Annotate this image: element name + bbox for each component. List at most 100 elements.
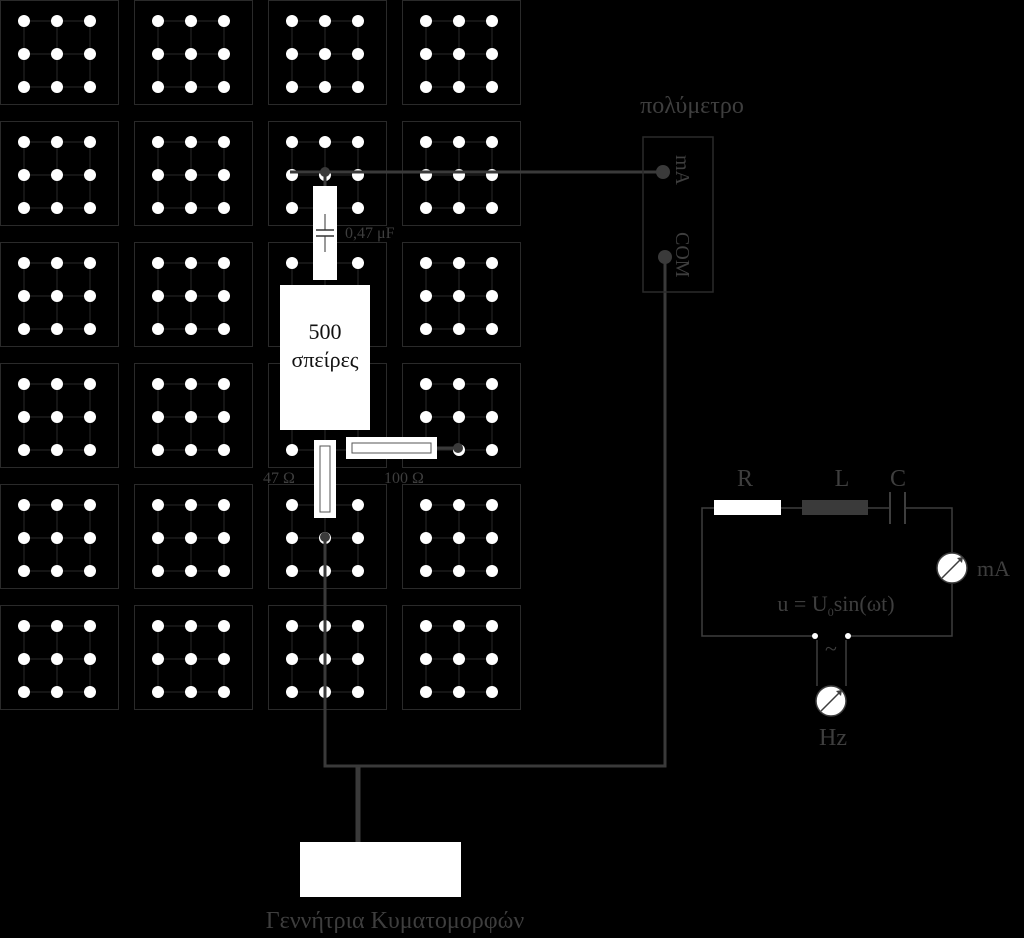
breadboard-block: [268, 0, 387, 105]
ammeter-icon: [936, 552, 968, 584]
breadboard-hole: [218, 81, 230, 93]
breadboard-hole: [185, 565, 197, 577]
breadboard-hole: [84, 378, 96, 390]
breadboard-hole: [420, 499, 432, 511]
breadboard-block: [134, 0, 253, 105]
breadboard-hole: [218, 202, 230, 214]
resistor-100-inner: [351, 442, 432, 454]
breadboard-hole: [453, 15, 465, 27]
rlc-schematic: R L C mA u = U0sin(ωt) ~ Hz: [701, 466, 1010, 751]
breadboard-hole: [286, 620, 298, 632]
multimeter-terminal-com: COM: [671, 232, 693, 278]
schematic-resistor-r: [714, 500, 781, 515]
breadboard-hole: [352, 136, 364, 148]
resistor-47-body: [314, 440, 336, 518]
breadboard-hole: [185, 653, 197, 665]
breadboard-hole: [286, 202, 298, 214]
breadboard-hole: [18, 378, 30, 390]
breadboard-hole: [185, 48, 197, 60]
breadboard-hole: [453, 323, 465, 335]
breadboard-hole: [18, 686, 30, 698]
source-label-suffix: sin(ωt): [834, 591, 895, 616]
breadboard-hole: [453, 411, 465, 423]
breadboard-hole: [185, 499, 197, 511]
breadboard-hole: [185, 411, 197, 423]
breadboard-hole: [486, 686, 498, 698]
breadboard-hole: [218, 411, 230, 423]
breadboard-hole: [218, 532, 230, 544]
breadboard-hole: [84, 565, 96, 577]
resistor-100-body: [346, 437, 437, 459]
breadboard-hole: [185, 257, 197, 269]
breadboard-hole: [18, 202, 30, 214]
capacitor: 0,47 μF: [313, 186, 395, 280]
breadboard-hole: [18, 81, 30, 93]
breadboard-hole: [453, 257, 465, 269]
breadboard-hole: [18, 620, 30, 632]
breadboard-hole: [84, 411, 96, 423]
breadboard-hole: [453, 686, 465, 698]
breadboard-hole: [51, 81, 63, 93]
breadboard-block-border: [134, 242, 253, 347]
breadboard-hole: [152, 565, 164, 577]
breadboard-block: [0, 484, 119, 589]
resistor-47: 47 Ω: [263, 440, 336, 518]
breadboard-hole: [185, 290, 197, 302]
breadboard-hole: [185, 323, 197, 335]
breadboard-hole: [420, 136, 432, 148]
breadboard-hole: [18, 290, 30, 302]
breadboard-hole: [84, 257, 96, 269]
breadboard-hole: [51, 15, 63, 27]
breadboard-block-border: [402, 484, 521, 589]
junctions: [320, 165, 672, 542]
breadboard-block: [134, 242, 253, 347]
multimeter-body: [642, 136, 714, 293]
breadboard-hole: [286, 499, 298, 511]
breadboard-block: [402, 121, 521, 226]
breadboard-hole: [18, 257, 30, 269]
breadboard-hole: [84, 202, 96, 214]
breadboard-hole: [420, 290, 432, 302]
breadboard: [0, 0, 521, 710]
breadboard-hole: [185, 81, 197, 93]
breadboard-hole: [152, 48, 164, 60]
breadboard-hole: [420, 81, 432, 93]
breadboard-hole: [319, 81, 331, 93]
breadboard-hole: [286, 81, 298, 93]
breadboard-hole: [352, 257, 364, 269]
breadboard-hole: [185, 378, 197, 390]
breadboard-block: [134, 363, 253, 468]
breadboard-hole: [51, 48, 63, 60]
source-label-prefix: u = U: [777, 591, 827, 616]
coil-label-line2: σπείρες: [291, 347, 358, 372]
multimeter: πολύμετρο mA COM: [640, 93, 744, 293]
capacitor-value: 0,47 μF: [345, 225, 395, 242]
breadboard-block: [268, 605, 387, 710]
breadboard-hole: [152, 202, 164, 214]
multimeter-terminal-ma: mA: [671, 155, 693, 186]
breadboard-hole: [218, 378, 230, 390]
junction-47-bottom: [320, 532, 330, 542]
breadboard-hole: [453, 378, 465, 390]
breadboard-hole: [486, 290, 498, 302]
breadboard-hole: [420, 620, 432, 632]
breadboard-block-border: [402, 605, 521, 710]
breadboard-hole: [486, 444, 498, 456]
breadboard-hole: [218, 653, 230, 665]
breadboard-hole: [51, 378, 63, 390]
breadboard-hole: [420, 323, 432, 335]
breadboard-hole: [84, 136, 96, 148]
breadboard-hole: [420, 686, 432, 698]
source-terminal-left: [812, 633, 818, 639]
capacitor-body: [313, 186, 337, 280]
resistor-100: 100 Ω: [346, 437, 437, 487]
breadboard-block-border: [134, 363, 253, 468]
breadboard-hole: [152, 257, 164, 269]
breadboard-hole: [286, 257, 298, 269]
breadboard-hole: [152, 378, 164, 390]
breadboard-hole: [286, 48, 298, 60]
breadboard-hole: [218, 136, 230, 148]
breadboard-hole: [352, 532, 364, 544]
breadboard-block-border: [402, 363, 521, 468]
breadboard-hole: [152, 532, 164, 544]
